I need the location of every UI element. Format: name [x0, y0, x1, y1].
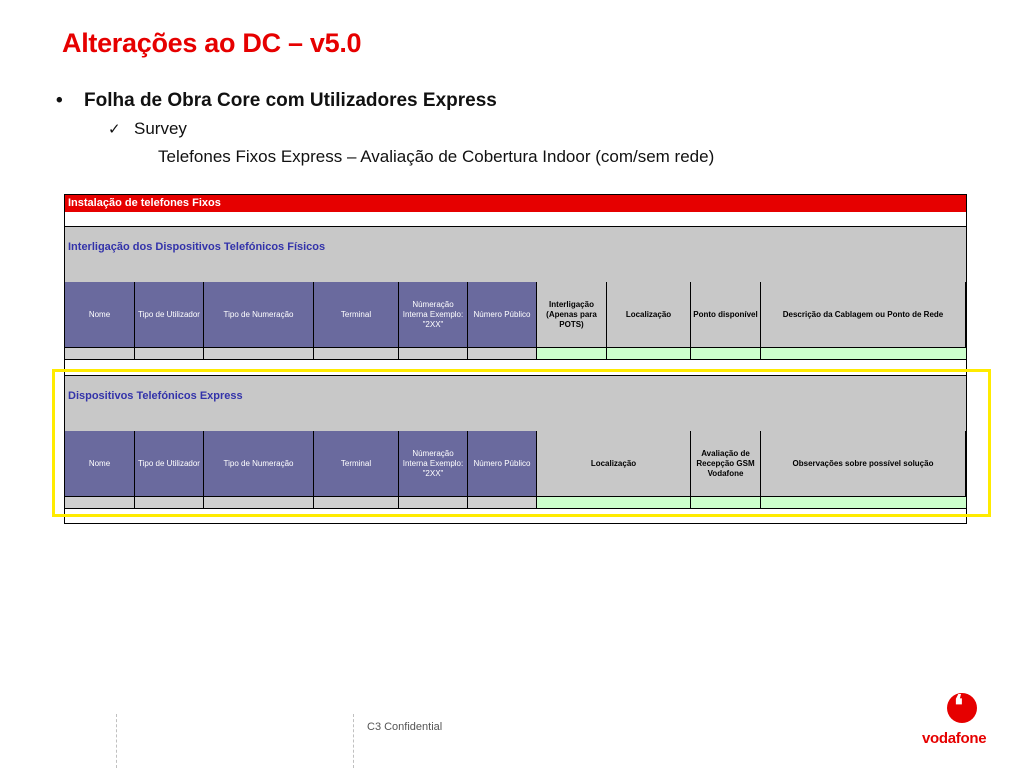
- slide-title: Alterações ao DC – v5.0: [62, 28, 362, 58]
- s2-input-cell: [761, 497, 966, 509]
- s1-input-cell: [537, 348, 607, 360]
- vodafone-logo: ❛ vodafone: [922, 689, 987, 747]
- footer-divider: [353, 714, 354, 768]
- s2-col-avaliacao-gsm: Avaliação de Recepção GSM Vodafone: [691, 431, 761, 497]
- s2-input-cell: [135, 497, 204, 509]
- s1-col-interligacao: Interligação (Apenas para POTS): [537, 282, 607, 348]
- vodafone-speechmark-icon: [947, 693, 977, 723]
- vodafone-logo-text: vodafone: [922, 730, 987, 747]
- s2-input-cell: [204, 497, 314, 509]
- checkmark-icon: ✓: [108, 121, 121, 138]
- s2-input-cell: [314, 497, 399, 509]
- sheet-header: Instalação de telefones Fixos: [65, 195, 966, 212]
- sub-bullet-description: Telefones Fixos Express – Avaliação de C…: [158, 147, 715, 166]
- s2-input-cell: [399, 497, 468, 509]
- section2-band: Dispositivos Telefónicos Express: [65, 375, 966, 432]
- s1-input-cell: [314, 348, 399, 360]
- s1-col-terminal: Terminal: [314, 282, 399, 348]
- bullet-item: • Folha de Obra Core com Utilizadores Ex…: [56, 90, 497, 112]
- sub-bullet-item: ✓ Survey: [108, 119, 187, 139]
- s1-input-cell: [399, 348, 468, 360]
- s2-input-cell: [65, 497, 135, 509]
- s1-col-localizacao: Localização: [607, 282, 691, 348]
- s1-col-numero-publico: Número Público: [468, 282, 537, 348]
- s1-col-ponto-disponivel: Ponto disponível: [691, 282, 761, 348]
- spreadsheet-image: Instalação de telefones Fixos Interligaç…: [64, 194, 967, 524]
- s2-input-cell: [691, 497, 761, 509]
- s1-input-cell: [691, 348, 761, 360]
- s2-col-terminal: Terminal: [314, 431, 399, 497]
- s1-col-descricao-cablagem: Descrição da Cablagem ou Ponto de Rede: [761, 282, 966, 348]
- s1-col-nome: Nome: [65, 282, 135, 348]
- s1-input-cell: [468, 348, 537, 360]
- bullet-dot-icon: •: [56, 90, 63, 111]
- bullet-text: Folha de Obra Core com Utilizadores Expr…: [84, 90, 497, 111]
- section1-title: Interligação dos Dispositivos Telefónico…: [68, 241, 326, 253]
- s1-input-cell: [65, 348, 135, 360]
- footer-divider: [116, 714, 117, 768]
- s2-input-cell: [468, 497, 537, 509]
- confidential-label: C3 Confidential: [367, 721, 443, 733]
- s2-col-tipo-numeracao: Tipo de Numeração: [204, 431, 314, 497]
- s2-col-localizacao: Localização: [537, 431, 691, 497]
- s2-col-nome: Nome: [65, 431, 135, 497]
- sub-bullet-text: Survey: [134, 119, 187, 138]
- s2-input-cell: [537, 497, 691, 509]
- s1-input-cell: [204, 348, 314, 360]
- s1-col-numeracao-interna: Númeração Interna Exemplo: "2XX": [399, 282, 468, 348]
- s1-col-tipo-numeracao: Tipo de Numeração: [204, 282, 314, 348]
- s2-col-numeracao-interna: Númeração Interna Exemplo: "2XX": [399, 431, 468, 497]
- s1-input-cell: [135, 348, 204, 360]
- section2-title: Dispositivos Telefónicos Express: [68, 390, 243, 402]
- s2-col-observacoes: Observações sobre possível solução: [761, 431, 966, 497]
- section1-band: Interligação dos Dispositivos Telefónico…: [65, 226, 966, 283]
- s1-input-cell: [761, 348, 966, 360]
- s1-col-tipo-utilizador: Tipo de Utilizador: [135, 282, 204, 348]
- s1-input-cell: [607, 348, 691, 360]
- highlight-box: [52, 369, 991, 517]
- s2-col-numero-publico: Número Público: [468, 431, 537, 497]
- s2-col-tipo-utilizador: Tipo de Utilizador: [135, 431, 204, 497]
